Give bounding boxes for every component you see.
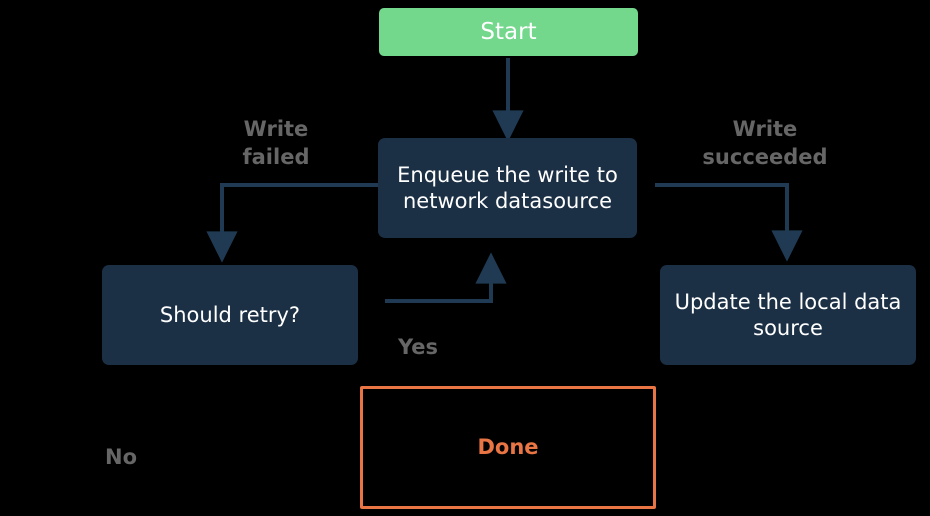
edge-enqueue-to-retry <box>206 183 378 263</box>
node-enqueue-write[interactable]: Enqueue the write to network datasource <box>378 138 637 238</box>
edge-label-write-failed: Write failed <box>242 117 310 170</box>
edge-retry-to-enqueue <box>385 252 507 303</box>
node-should-retry[interactable]: Should retry? <box>102 265 358 365</box>
node-update-local-datasource[interactable]: Update the local data source <box>660 265 916 365</box>
edge-label-no: No <box>105 445 138 469</box>
edge-label-yes: Yes <box>398 335 439 359</box>
node-start[interactable]: Start <box>379 8 638 56</box>
edge-label-write-succeeded: Write succeeded <box>702 117 828 170</box>
node-done[interactable]: Done <box>360 386 656 509</box>
edge-enqueue-to-update <box>655 183 803 262</box>
